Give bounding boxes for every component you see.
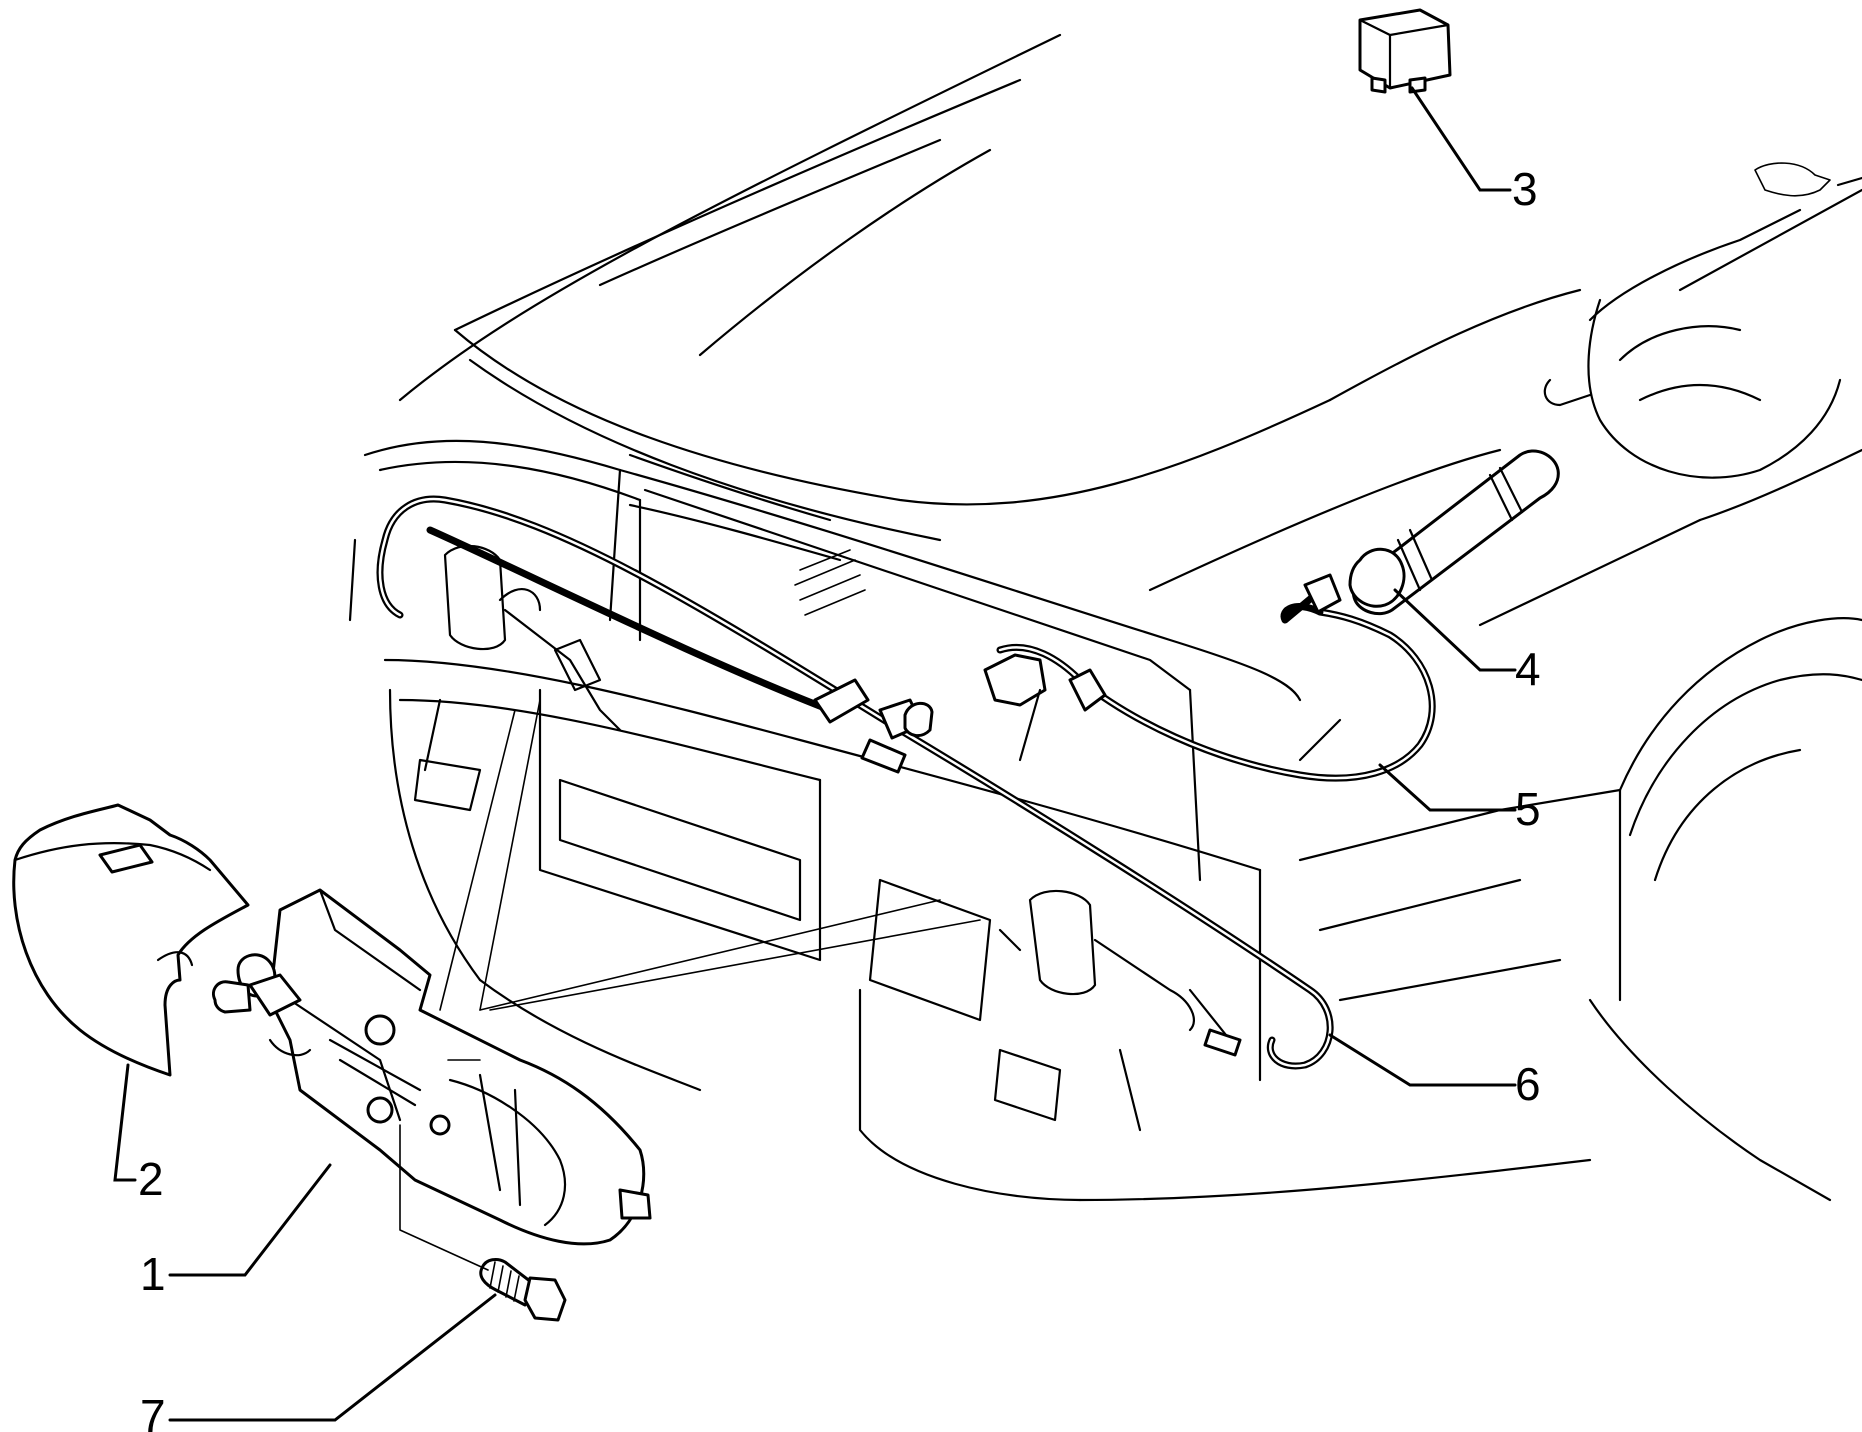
callout-label-6: 6 — [1515, 1058, 1541, 1110]
nozzle-right — [998, 889, 1242, 1057]
bolt — [479, 1258, 567, 1322]
callout-leaders — [113, 86, 1517, 1422]
callout-numbers: 3 4 5 6 2 1 7 — [138, 163, 1541, 1432]
nozzle-left — [443, 544, 622, 732]
pump-cover — [12, 803, 250, 1077]
t-connector — [813, 678, 934, 774]
mounting-lines — [399, 699, 981, 1271]
callout-label-1: 1 — [140, 1248, 166, 1300]
callout-label-3: 3 — [1512, 163, 1538, 215]
vehicle-outline — [348, 33, 1862, 1202]
supply-hose — [983, 573, 1436, 782]
distribution-hose — [376, 495, 1334, 1070]
hose-connector — [1348, 449, 1560, 616]
relay — [1358, 8, 1452, 94]
callout-label-7: 7 — [140, 1390, 166, 1432]
callout-label-2: 2 — [138, 1153, 164, 1205]
callout-label-5: 5 — [1515, 783, 1541, 835]
callout-label-4: 4 — [1515, 643, 1541, 695]
washer-pump — [212, 888, 652, 1246]
